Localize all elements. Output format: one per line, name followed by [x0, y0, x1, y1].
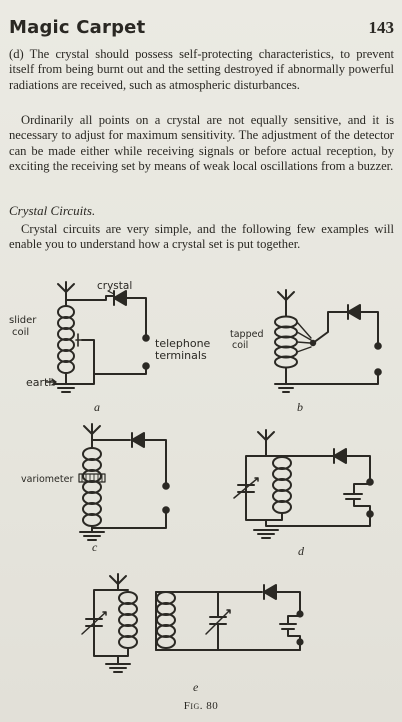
label-tapped: tapped — [230, 329, 263, 340]
tapped-coil-icon — [274, 307, 298, 385]
aerial-icon — [109, 573, 127, 591]
label-tapped-coil: coil — [232, 340, 248, 351]
page-header: Magic Carpet 143 — [9, 17, 394, 41]
paragraph-d: (d) The crystal should possess self-prot… — [9, 47, 394, 92]
section-heading: Crystal Circuits. — [9, 203, 96, 218]
coil-icon — [265, 456, 292, 521]
primary-coil-icon — [117, 591, 138, 657]
variable-condenser-icon — [205, 591, 231, 651]
paragraph-sensitivity: Ordinarily all points on a crystal are n… — [9, 113, 394, 173]
circuit-b — [274, 289, 382, 393]
secondary-coil-icon — [156, 591, 176, 649]
coil-icon — [57, 299, 75, 385]
aerial-icon — [57, 281, 75, 301]
earth-icon — [79, 531, 105, 541]
fixed-condenser-icon — [279, 615, 301, 641]
earth-icon — [105, 663, 131, 673]
earth-icon — [53, 383, 79, 393]
panel-letter-e: e — [193, 680, 199, 694]
crystal-detector-icon — [131, 432, 145, 448]
panel-letter-d: d — [298, 544, 305, 558]
variable-condenser-icon — [81, 611, 107, 635]
running-head: Magic Carpet — [9, 17, 146, 38]
label-crystal: crystal — [97, 280, 132, 292]
panel-letter-b: b — [297, 400, 303, 414]
crystal-detector-icon — [263, 584, 277, 600]
label-telephone: telephone — [155, 337, 211, 350]
label-variometer: variometer — [21, 474, 73, 485]
crystal-detector-icon — [347, 304, 361, 320]
paragraph-crystal-circuits: Crystal circuits are very simple, and th… — [9, 222, 394, 252]
page-number: 143 — [368, 18, 395, 37]
panel-letter-c: c — [92, 540, 98, 554]
circuit-e — [81, 573, 304, 673]
aerial-icon — [83, 423, 101, 441]
variometer-icon — [78, 439, 106, 533]
aerial-icon — [277, 289, 295, 309]
figure-caption: Fig. 80 — [183, 700, 219, 712]
earth-icon — [253, 529, 279, 539]
crystal-detector-icon — [333, 448, 347, 464]
variable-condenser-icon — [233, 477, 259, 499]
crystal-detector-icon — [113, 290, 127, 306]
circuit-d — [233, 429, 374, 539]
label-slider: slider — [9, 315, 37, 326]
label-coil: coil — [12, 327, 29, 338]
fixed-condenser-icon — [343, 483, 371, 513]
label-earth: earth — [26, 376, 55, 389]
circuit-a — [45, 281, 150, 393]
panel-letter-a: a — [94, 400, 100, 414]
circuit-c — [78, 423, 170, 541]
earth-icon — [274, 383, 298, 393]
label-terminals: terminals — [155, 349, 207, 362]
aerial-icon — [257, 429, 275, 447]
